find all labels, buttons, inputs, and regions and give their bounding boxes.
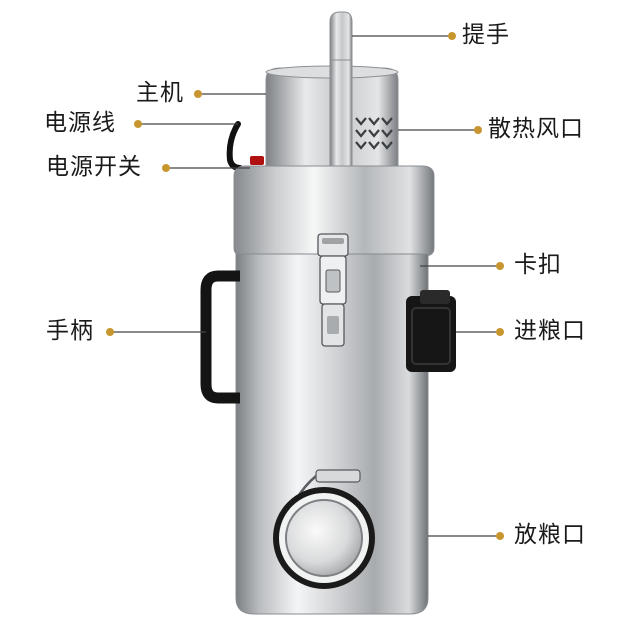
label-main-unit: 主机 — [136, 80, 184, 106]
power-cord — [226, 121, 243, 171]
leader-lines — [110, 35, 500, 537]
leader-dots — [106, 32, 504, 540]
label-outlet: 放粮口 — [514, 522, 586, 548]
vent-slots — [355, 117, 393, 150]
label-side-handle: 手柄 — [46, 318, 94, 344]
label-inlet: 进粮口 — [514, 318, 586, 344]
label-power-switch: 电源开关 — [46, 154, 142, 180]
power-switch — [250, 156, 264, 165]
label-handle-top: 提手 — [462, 22, 510, 48]
label-latch: 卡扣 — [514, 252, 562, 278]
inlet-box — [406, 296, 456, 372]
label-power-cord: 电源线 — [44, 110, 116, 136]
side-handle — [200, 270, 240, 404]
outlet — [273, 469, 375, 589]
label-vent: 散热风口 — [488, 116, 584, 142]
latch — [317, 233, 349, 347]
